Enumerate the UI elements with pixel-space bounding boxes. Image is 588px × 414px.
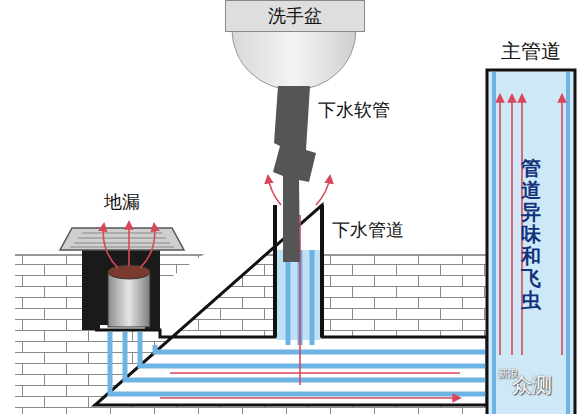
pipe-note: 管道异味和飞虫 bbox=[521, 157, 541, 311]
pipe-label: 下水管道 bbox=[332, 218, 404, 242]
watermark: 众测 bbox=[512, 372, 552, 399]
hose-label: 下水软管 bbox=[318, 98, 390, 122]
node-title: 洗手盆 bbox=[268, 4, 322, 28]
water-lines bbox=[494, 72, 568, 414]
washbasin-box: 洗手盆 bbox=[225, 0, 365, 32]
main-pipe bbox=[487, 70, 575, 414]
basin-bowl bbox=[232, 30, 356, 90]
pipe-wall bbox=[320, 205, 324, 337]
drain-hose bbox=[273, 86, 316, 262]
pipe-wall bbox=[273, 205, 277, 337]
floor-drain-label: 地漏 bbox=[104, 190, 140, 214]
odor-flow bbox=[103, 222, 154, 268]
main-pipe-node: 主管道管道异味和飞虫 bbox=[485, 38, 577, 414]
pipe-title: 主管道 bbox=[498, 38, 564, 65]
drain-grate bbox=[60, 228, 184, 250]
drain-trap bbox=[108, 272, 150, 327]
drain-body bbox=[82, 250, 160, 330]
drain-trap-top bbox=[108, 265, 150, 279]
water-lines bbox=[110, 250, 487, 394]
odor-flow bbox=[160, 215, 460, 398]
odor-flow bbox=[500, 95, 562, 355]
odor-flow bbox=[268, 176, 330, 205]
watermark: 新浪 bbox=[498, 368, 508, 379]
grate-slots bbox=[70, 233, 174, 247]
